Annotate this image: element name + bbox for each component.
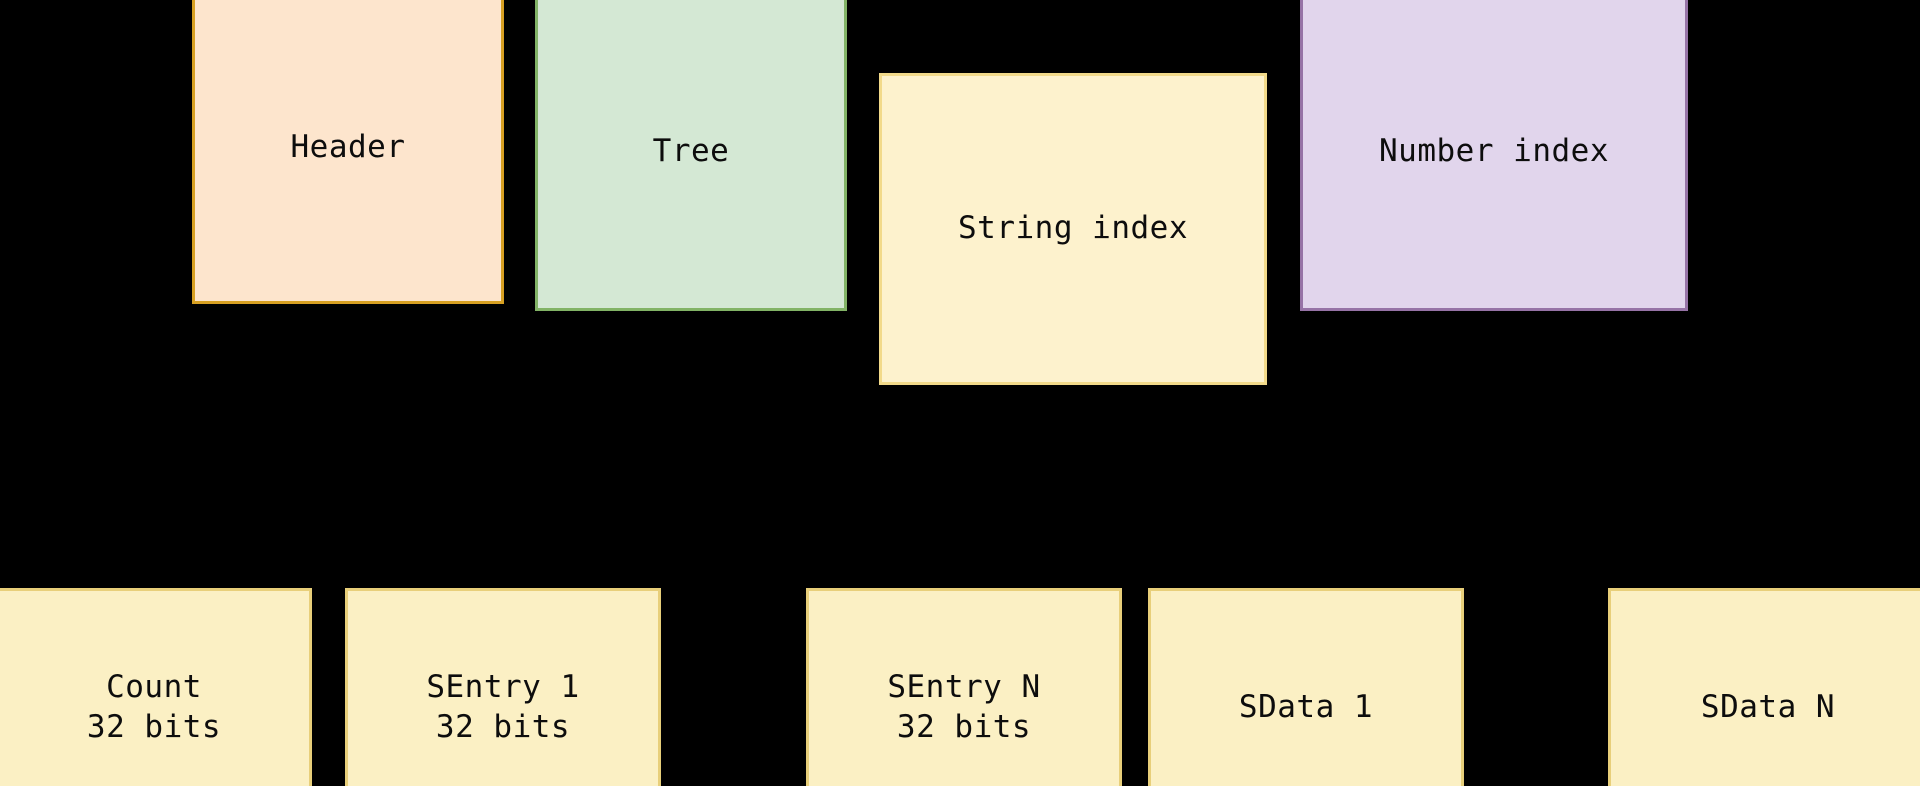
node-tree[interactable]: Tree	[535, 0, 847, 311]
node-sentry-1[interactable]: SEntry 1 32 bits	[345, 588, 661, 786]
node-tree-label: Tree	[652, 132, 730, 169]
node-sdata-n[interactable]: SData N	[1608, 588, 1920, 786]
node-string-index[interactable]: String index	[879, 73, 1267, 385]
node-sentry-n-sublabel: 32 bits	[896, 709, 1032, 745]
node-count-sublabel: 32 bits	[86, 709, 222, 745]
node-sdata-1[interactable]: SData 1	[1148, 588, 1464, 786]
node-sdata-1-label: SData 1	[1238, 689, 1374, 726]
node-number-index-label: Number index	[1379, 132, 1609, 169]
node-sentry-1-sublabel: 32 bits	[435, 709, 571, 745]
node-string-index-label: String index	[958, 210, 1188, 247]
node-sentry-n[interactable]: SEntry N 32 bits	[806, 588, 1122, 786]
node-count[interactable]: Count 32 bits	[0, 588, 312, 786]
node-sentry-1-label: SEntry 1	[426, 669, 580, 706]
node-count-label: Count	[106, 669, 202, 706]
node-header-label: Header	[290, 129, 406, 166]
node-sdata-n-label: SData N	[1700, 689, 1836, 726]
node-sentry-n-label: SEntry N	[887, 669, 1041, 706]
node-header[interactable]: Header	[192, 0, 504, 304]
node-number-index[interactable]: Number index	[1300, 0, 1688, 311]
